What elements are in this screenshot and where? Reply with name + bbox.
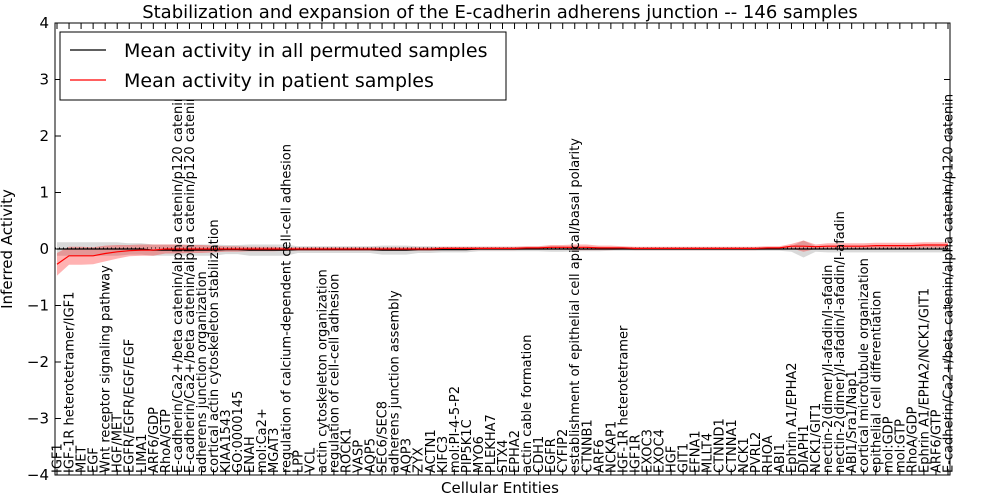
legend-label-permuted: Mean activity in all permuted samples	[124, 40, 487, 62]
y-tick-label: −2	[27, 353, 49, 371]
x-tick-label: PIP5K1C	[460, 419, 475, 473]
x-tick-label: IGF1	[51, 443, 66, 473]
x-tick-label: IGF-1R heterotetramer/IGF1	[63, 292, 78, 473]
legend-label-patient: Mean activity in patient samples	[124, 70, 434, 92]
x-tick-label: CTNNA1	[725, 419, 740, 473]
x-tick-label: VASP	[352, 440, 367, 473]
y-tick-label: 4	[39, 14, 49, 32]
x-tick-label: RHOA	[761, 435, 776, 473]
series-lines	[56, 244, 948, 265]
y-tick-label: 1	[39, 184, 49, 202]
x-tick-label: EGFR	[544, 438, 559, 473]
x-tick-label: EFNA1	[689, 430, 704, 473]
x-tick-label: EPHA2	[508, 430, 523, 473]
x-tick-label: GO:0000145	[231, 391, 246, 473]
x-tick-label: ZYX	[412, 447, 427, 473]
x-tick-label: NCK1/GIT1	[809, 403, 824, 473]
x-tick-label: ARF6/GTP	[930, 409, 945, 473]
x-tick-label: nectin-2(dimer)/I-afadin/I-afadin/I-afad…	[833, 211, 848, 473]
x-tick-label: KIFC3	[436, 436, 451, 473]
x-tick-label: ARF6/GDP	[147, 407, 162, 473]
x-tick-label: KIAA1543	[219, 409, 234, 473]
y-axis: −4 −3 −2 −1 0 1 2 3 4	[27, 14, 950, 484]
y-tick-label: 2	[39, 127, 49, 145]
x-tick-label: mol:PI-4-5-P2	[448, 386, 463, 473]
x-tick-label: SEC6/SEC8	[376, 401, 391, 473]
y-tick-label: 3	[39, 71, 49, 89]
x-tick-label: regulation of cell-cell adhesion	[327, 274, 342, 473]
series-line-1	[56, 244, 948, 265]
x-tick-label: MLLT4	[701, 433, 716, 473]
x-tick-label: PVRL2	[749, 432, 764, 473]
x-tick-label: Ephrin A1/EPHA2	[785, 362, 800, 473]
x-tick-label: ARF6	[592, 439, 607, 473]
x-tick-label: NCKAP1	[604, 421, 619, 473]
y-tick-label: −3	[27, 410, 49, 428]
x-tick-label: ABI1/Sra1/Nap1	[845, 370, 860, 473]
x-tick-label: LIMA1	[135, 434, 150, 473]
x-tick-label: cortical microtubule organization	[857, 258, 872, 473]
x-tick-label: PLEKHA7	[484, 414, 499, 473]
x-tick-label: establishment of epithelial cell apical/…	[568, 138, 583, 473]
y-axis-label: Inferred Activity	[0, 189, 16, 309]
x-tick-label: EXOC3	[641, 429, 656, 473]
x-tick-label: AQP5	[364, 438, 379, 473]
x-tick-label: actin cable formation	[520, 335, 535, 473]
x-tick-label: GIT1	[677, 443, 692, 473]
x-tick-label: epithelial cell differentiation	[869, 291, 884, 473]
x-tick-label: EXOC4	[653, 429, 668, 473]
x-tick-label: CDH1	[532, 436, 547, 473]
x-tick-label: ACTN1	[424, 429, 439, 473]
y-tick-label: −4	[27, 466, 49, 484]
x-tick-label: adherens junction organization	[195, 271, 210, 473]
x-tick-label: IGF1R	[628, 434, 643, 473]
x-tick-label: ROCK1	[340, 428, 355, 473]
x-tick-label: ENAH	[243, 436, 258, 473]
x-axis-label: Cellular Entities	[441, 479, 559, 497]
x-tick-label: E-cadherin/Ca2+/beta catenin/alpha caten…	[942, 94, 957, 473]
x-tick-label: actin cytoskeleton organization	[315, 269, 330, 473]
x-tick-label: VCL	[303, 447, 318, 473]
x-tick-label: mol:GTP	[893, 419, 908, 473]
x-tick-label: LPP	[291, 450, 306, 473]
x-tick-label: MYO6	[472, 436, 487, 473]
x-tick-label: HGF/MET	[111, 414, 126, 473]
x-tick-label: CYFIP2	[556, 429, 571, 473]
x-tick-label: CTNNB1	[580, 419, 595, 473]
x-tick-label: STX4	[496, 440, 511, 473]
x-tick-label: HGF	[665, 446, 680, 473]
x-tick-label: mol:GDP	[881, 416, 896, 473]
x-tick-label: cortical actin cytoskeleton stabilizatio…	[207, 219, 222, 473]
chart-title: Stabilization and expansion of the E-cad…	[142, 2, 858, 23]
x-tick-label: DIAPH1	[797, 424, 812, 473]
x-tick-label: EGF	[87, 447, 102, 473]
x-tick-label: RhoA/GDP	[905, 406, 920, 473]
x-tick-label: MET	[75, 446, 90, 473]
legend-box	[59, 31, 507, 101]
x-tick-label: mol:Ca2+	[255, 408, 270, 473]
x-tick-label: E-cadherin/Ca2+/beta catenin/alpha caten…	[171, 94, 186, 473]
x-tick-label: AQP3	[400, 438, 415, 473]
x-tick-label: nectin-2(dimer)/I-afadin/I-afadin	[821, 265, 836, 473]
x-tick-label: adherens junction assembly	[388, 290, 403, 473]
x-tick-label: RhoA/GTP	[159, 409, 174, 473]
x-tick-label: E-cadherin/Ca2+/beta catenin/alpha caten…	[183, 94, 198, 473]
legend: Mean activity in all permuted samples Me…	[59, 31, 507, 101]
x-tick-label: ABI1	[773, 443, 788, 473]
x-tick-label: NCK1	[737, 437, 752, 473]
x-tick-label: IGF-1R heterotetramer	[616, 325, 631, 473]
y-tick-label: 0	[39, 240, 49, 258]
x-tick-label: EGFR/EGFR/EGF/EGF	[123, 339, 138, 473]
y-tick-label: −1	[27, 297, 49, 315]
x-tick-label: MGAT3	[267, 428, 282, 473]
x-tick-label: regulation of calcium-dependent cell-cel…	[279, 144, 294, 473]
x-tick-label: CTNND1	[713, 418, 728, 473]
x-tick-label: Wnt receptor signaling pathway	[99, 265, 114, 473]
x-tick-label: Ephrin A1/EPHA2/NCK1/GIT1	[917, 288, 932, 473]
